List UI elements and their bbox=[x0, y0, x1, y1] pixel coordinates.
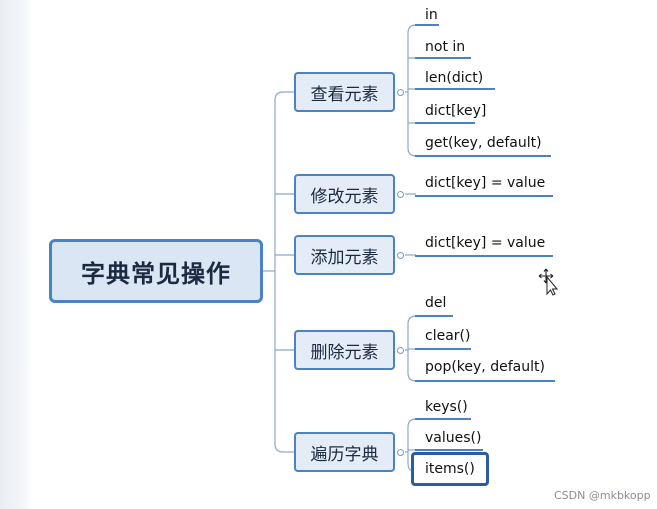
branch-label: 查看元素 bbox=[310, 84, 379, 105]
branch-modify[interactable]: 修改元素 bbox=[294, 174, 395, 214]
trunk-line bbox=[274, 91, 284, 453]
watermark: CSDN @mkbkopp bbox=[554, 489, 651, 502]
selected-leaf-frame[interactable] bbox=[411, 452, 489, 486]
collapse-knob-add[interactable] bbox=[397, 252, 404, 259]
branch-add[interactable]: 添加元素 bbox=[294, 235, 395, 275]
leaf-items[interactable]: items() bbox=[425, 461, 475, 477]
branch-label: 修改元素 bbox=[310, 186, 379, 207]
leaf-underline bbox=[415, 24, 439, 26]
branch-label: 删除元素 bbox=[310, 342, 379, 363]
leaf-get[interactable]: get(key, default) bbox=[425, 135, 542, 151]
collapse-knob-traverse[interactable] bbox=[397, 449, 404, 456]
leaf-not-in[interactable]: not in bbox=[425, 39, 466, 55]
leaf-clear[interactable]: clear() bbox=[425, 328, 471, 344]
leaf-underline bbox=[415, 195, 553, 197]
branch-label: 添加元素 bbox=[310, 247, 379, 268]
view-fan bbox=[407, 24, 417, 157]
leaf-underline bbox=[415, 418, 471, 420]
leaf-underline bbox=[415, 255, 553, 257]
background-strip bbox=[0, 0, 34, 509]
root-label: 字典常见操作 bbox=[81, 259, 231, 288]
branch-delete[interactable]: 删除元素 bbox=[294, 330, 395, 370]
collapse-knob-modify[interactable] bbox=[397, 191, 404, 198]
leaf-dict-key[interactable]: dict[key] bbox=[425, 103, 487, 119]
leaf-underline bbox=[415, 57, 471, 59]
leaf-pop[interactable]: pop(key, default) bbox=[425, 359, 545, 375]
leaf-underline bbox=[415, 122, 475, 124]
leaf-keys[interactable]: keys() bbox=[425, 399, 468, 415]
branch-view[interactable]: 查看元素 bbox=[294, 72, 395, 112]
leaf-in[interactable]: in bbox=[425, 7, 438, 23]
leaf-add-assign[interactable]: dict[key] = value bbox=[425, 235, 546, 251]
leaf-len[interactable]: len(dict) bbox=[425, 70, 484, 86]
leaf-modify-assign[interactable]: dict[key] = value bbox=[425, 175, 546, 191]
view-stubs bbox=[408, 57, 416, 124]
move-cursor-icon bbox=[538, 268, 558, 296]
leaf-underline bbox=[415, 380, 555, 382]
branch-label: 遍历字典 bbox=[310, 444, 379, 465]
branch-traverse[interactable]: 遍历字典 bbox=[294, 432, 395, 472]
leaf-underline bbox=[415, 155, 551, 157]
leaf-underline bbox=[415, 88, 495, 90]
leaf-underline bbox=[415, 315, 453, 317]
leaf-del[interactable]: del bbox=[425, 295, 447, 311]
leaf-values[interactable]: values() bbox=[425, 430, 482, 446]
collapse-knob-view[interactable] bbox=[397, 89, 404, 96]
root-node[interactable]: 字典常见操作 bbox=[49, 239, 263, 303]
leaf-underline bbox=[415, 348, 471, 350]
collapse-knob-delete[interactable] bbox=[397, 347, 404, 354]
traverse-fan bbox=[407, 418, 417, 471]
leaf-underline bbox=[415, 449, 483, 451]
